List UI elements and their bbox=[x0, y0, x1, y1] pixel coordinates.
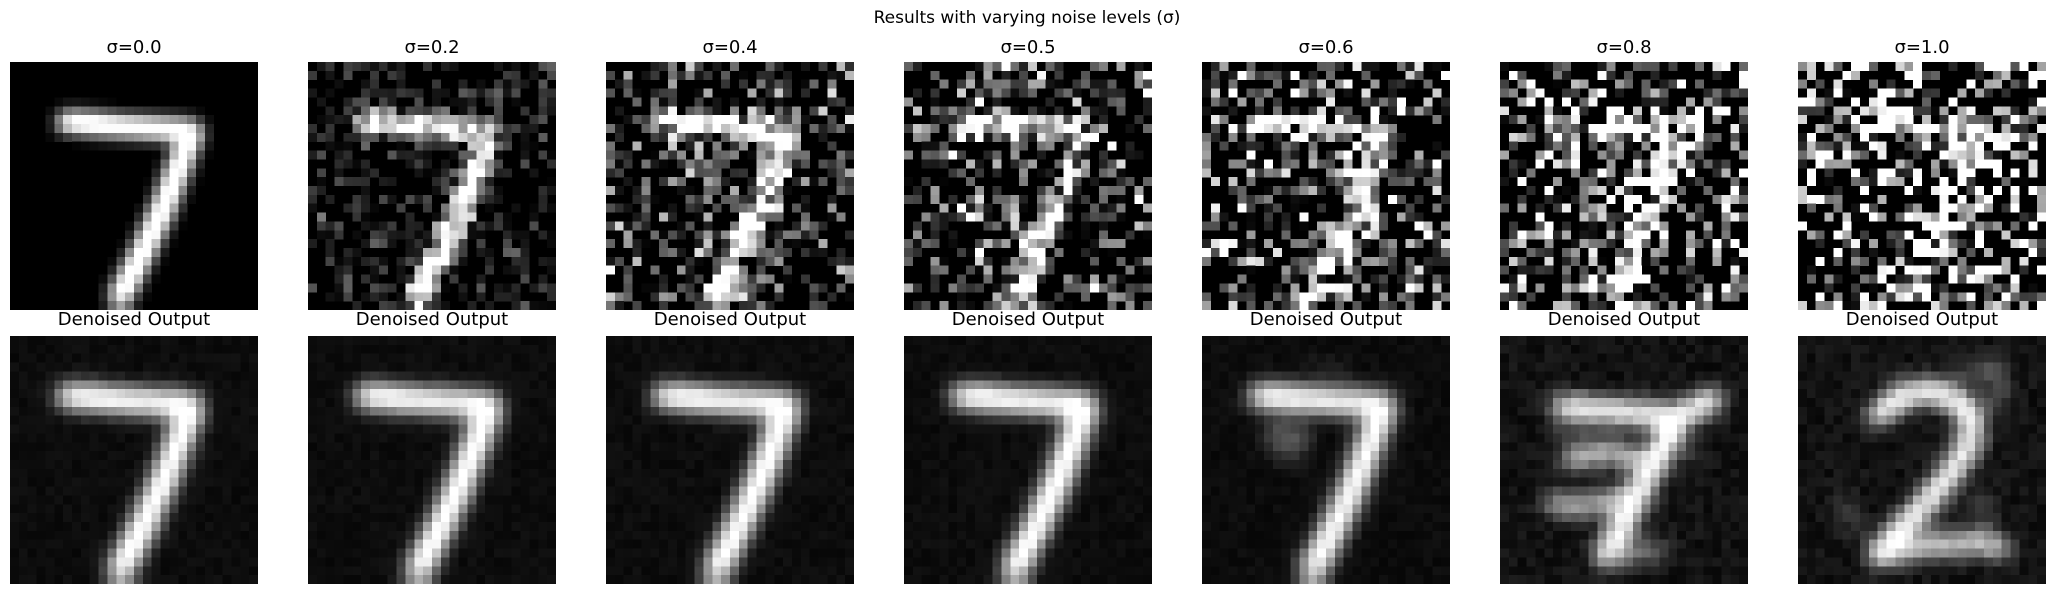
noise-level-title: σ=0.4 bbox=[702, 37, 758, 58]
denoised-output-image bbox=[606, 336, 854, 584]
noisy-input-image bbox=[1202, 62, 1450, 310]
denoised-output-title: Denoised Output bbox=[1845, 309, 1999, 330]
denoised-output-image bbox=[1500, 336, 1748, 584]
denoised-output-image bbox=[1798, 336, 2046, 584]
denoised-output-image bbox=[904, 336, 1152, 584]
denoised-output-title: Denoised Output bbox=[1547, 309, 1701, 330]
figure-title: Results with varying noise levels (σ) bbox=[873, 8, 1181, 28]
noisy-input-image bbox=[904, 62, 1152, 310]
noise-level-title: σ=0.0 bbox=[106, 37, 162, 58]
denoised-output-title: Denoised Output bbox=[1249, 309, 1403, 330]
denoised-output-title: Denoised Output bbox=[653, 309, 807, 330]
denoised-output-title: Denoised Output bbox=[951, 309, 1105, 330]
denoised-output-image bbox=[10, 336, 258, 584]
noise-level-title: σ=1.0 bbox=[1894, 37, 1950, 58]
noisy-input-image bbox=[10, 62, 258, 310]
noise-level-title: σ=0.8 bbox=[1596, 37, 1652, 58]
noise-level-title: σ=0.5 bbox=[1000, 37, 1056, 58]
noise-level-title: σ=0.6 bbox=[1298, 37, 1354, 58]
noisy-input-image bbox=[1798, 62, 2046, 310]
denoised-output-title: Denoised Output bbox=[355, 309, 509, 330]
noisy-input-image bbox=[308, 62, 556, 310]
noisy-input-image bbox=[606, 62, 854, 310]
noisy-input-image bbox=[1500, 62, 1748, 310]
denoised-output-image bbox=[1202, 336, 1450, 584]
denoised-output-title: Denoised Output bbox=[57, 309, 211, 330]
denoised-output-image bbox=[308, 336, 556, 584]
noise-level-title: σ=0.2 bbox=[404, 37, 460, 58]
